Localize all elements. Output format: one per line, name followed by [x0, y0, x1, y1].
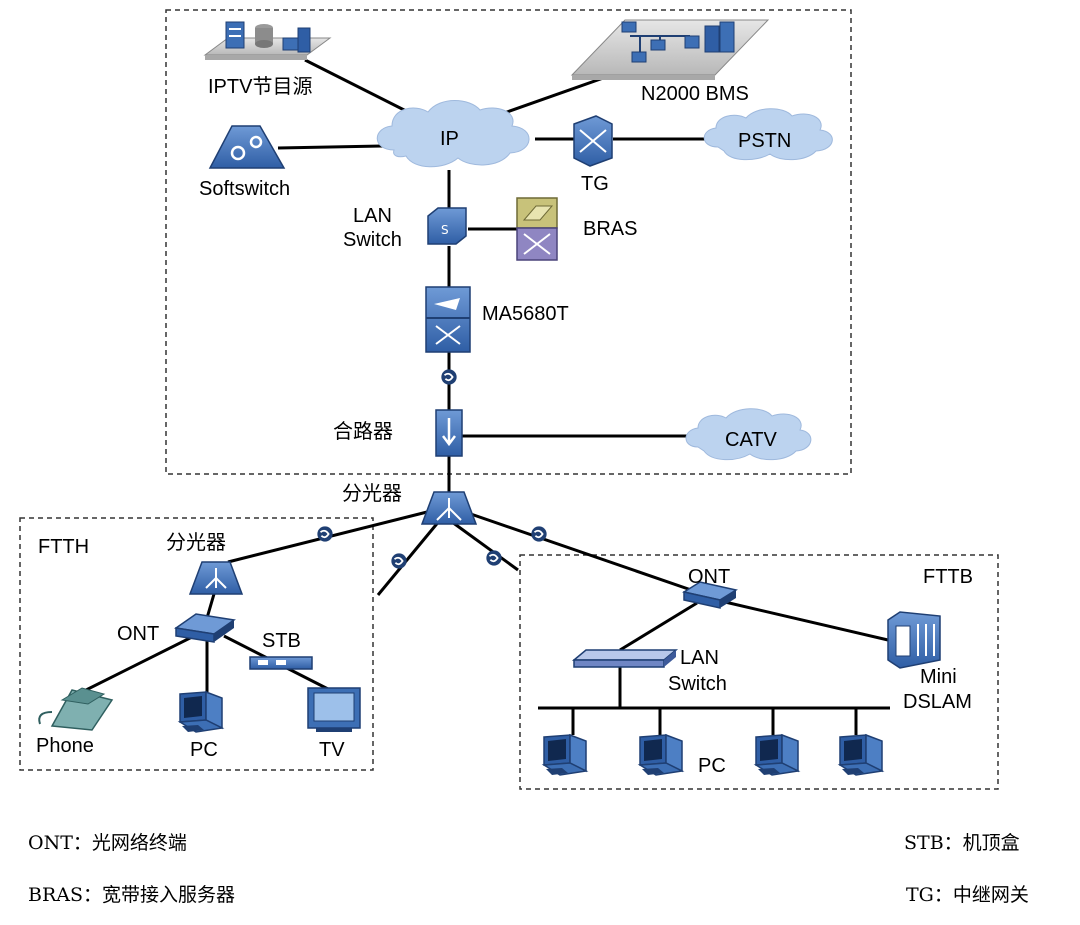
- olt-icon: [425, 286, 471, 353]
- splitter-ftth-label: 分光器: [166, 531, 226, 554]
- workstation-icon: [631, 51, 647, 63]
- bras-label: BRAS: [583, 218, 637, 240]
- ont-icon: [174, 613, 236, 643]
- phone-label: Phone: [36, 735, 94, 757]
- lan-switch-fttb-label-line2: Switch: [668, 673, 727, 695]
- gateway-icon: [573, 115, 613, 167]
- ip-label: IP: [440, 128, 459, 150]
- stb-icon: [249, 656, 313, 670]
- tv-label: TV: [319, 739, 345, 761]
- switch-icon: S: [427, 207, 467, 245]
- ip-cloud-icon: [376, 100, 530, 168]
- tv-icon: [307, 687, 361, 732]
- fttb-region-label: FTTB: [923, 566, 973, 588]
- pc-icon: [755, 734, 799, 776]
- workstation-icon: [282, 27, 311, 53]
- ftth-region: [19, 517, 374, 771]
- ftth-region-label: FTTH: [38, 536, 89, 558]
- legend-ont: ONT：光网络终端: [28, 832, 187, 854]
- catv-label: CATV: [725, 429, 778, 451]
- fiber-icon: [390, 552, 408, 570]
- pstn-cloud-icon: [703, 108, 833, 161]
- fiber-icon: [485, 549, 503, 567]
- stb-label: STB: [262, 630, 301, 652]
- dslam-icon: [887, 611, 941, 669]
- combiner-label: 合路器: [333, 420, 393, 443]
- lan-switch-fttb-label-line1: LAN: [680, 647, 719, 669]
- bms-label: N2000 BMS: [641, 83, 749, 105]
- ma5680t-label: MA5680T: [482, 303, 569, 325]
- fiber-icon: [316, 525, 334, 543]
- splitter-icon: [188, 561, 244, 595]
- iptv-source: [203, 21, 332, 60]
- pc-icon: [839, 734, 883, 776]
- combiner-icon: [435, 409, 463, 457]
- fttb-region: [519, 554, 999, 790]
- ont-fttb-label: ONT: [688, 566, 730, 588]
- workstation-icon: [684, 35, 700, 49]
- bms-server-group: [570, 19, 770, 80]
- pc-icon: [543, 734, 587, 776]
- mini-dslam-label-line2: DSLAM: [903, 691, 972, 713]
- softswitch-icon: [208, 125, 286, 169]
- ont-ftth-label: ONT: [117, 623, 159, 645]
- pc-icon: [179, 691, 223, 733]
- phone-icon: [38, 687, 114, 731]
- legend-tg: TG：中继网关: [906, 884, 1029, 906]
- tg-label: TG: [581, 173, 609, 195]
- router-icon: [516, 197, 558, 261]
- legend-stb: STB：机顶盒: [904, 832, 1020, 854]
- core-network-region: [165, 9, 852, 475]
- fiber-icon: [530, 525, 548, 543]
- workstation-icon: [621, 21, 637, 33]
- splitter-icon: [420, 491, 478, 525]
- switch-icon: [571, 649, 679, 668]
- server-icon: [704, 21, 735, 53]
- pc-fttb-label: PC: [698, 755, 726, 777]
- splitter-main-label: 分光器: [342, 482, 402, 505]
- ont-icon: [682, 581, 738, 609]
- legend-bras: BRAS：宽带接入服务器: [28, 884, 236, 906]
- svg-text:S: S: [441, 223, 449, 237]
- server-icon: [225, 21, 273, 49]
- mini-dslam-label-line1: Mini: [920, 666, 957, 688]
- lan-switch-label-line1: LAN: [353, 205, 392, 227]
- pc-icon: [639, 734, 683, 776]
- pc-ftth-label: PC: [190, 739, 218, 761]
- fiber-icon: [440, 368, 458, 386]
- iptv-label: IPTV节目源: [208, 75, 312, 98]
- lan-switch-label-line2: Switch: [343, 229, 402, 251]
- catv-cloud-icon: [685, 408, 812, 461]
- workstation-icon: [650, 39, 666, 51]
- softswitch-label: Softswitch: [199, 178, 290, 200]
- pstn-label: PSTN: [738, 130, 791, 152]
